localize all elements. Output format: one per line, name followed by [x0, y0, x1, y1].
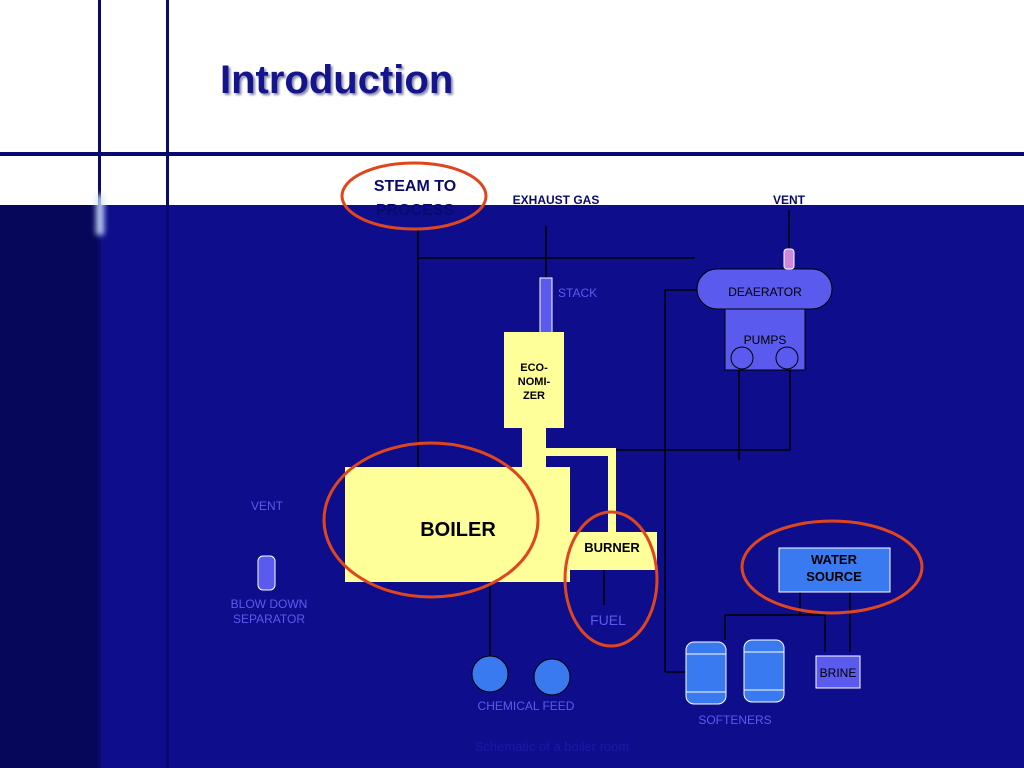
horizontal-rule — [0, 152, 1024, 156]
piping — [417, 210, 851, 673]
slide-title: Introduction — [220, 58, 454, 102]
vertical-rule-2 — [166, 0, 169, 768]
steam-label-2: PROCESS — [376, 202, 455, 219]
vertical-rule-1 — [98, 0, 101, 768]
vent-top-label: VENT — [773, 193, 806, 207]
blow-down-label-1: BLOW DOWN — [231, 597, 308, 611]
pump-2 — [775, 346, 799, 370]
flue-duct-horizontal — [546, 448, 616, 456]
water-source — [778, 547, 891, 593]
light-flare — [96, 195, 104, 235]
flue-duct-vertical — [608, 448, 616, 534]
deaerator-label: DEAERATOR — [728, 285, 802, 299]
vent-cap — [783, 248, 795, 270]
boiler-label: BOILER — [420, 519, 496, 541]
exhaust-gas-label: EXHAUST GAS — [513, 193, 600, 207]
stack — [539, 277, 553, 334]
brine-label: BRINE — [820, 666, 857, 680]
burner — [567, 532, 657, 570]
blow-down-separator — [257, 555, 276, 591]
economizer-label-1: ECO- — [520, 362, 548, 374]
fuel-label: FUEL — [590, 612, 626, 628]
pump-1 — [730, 346, 754, 370]
chemical-tank-1 — [471, 655, 509, 693]
softener-2 — [743, 639, 785, 703]
economizer — [504, 332, 564, 428]
diagram-caption: Schematic of a boiler room — [475, 739, 630, 754]
highlight-burner — [563, 510, 659, 648]
highlight-water-source — [740, 519, 924, 615]
pumps-label: PUMPS — [744, 333, 787, 347]
stack-label: STACK — [558, 286, 597, 300]
flue-duct — [522, 428, 546, 468]
steam-label-1: STEAM TO — [374, 178, 456, 195]
highlights — [322, 161, 924, 648]
blow-down-label-2: SEPARATOR — [233, 612, 305, 626]
left-panel — [0, 205, 100, 768]
highlight-boiler — [322, 441, 540, 599]
chemical-feed-label: CHEMICAL FEED — [478, 699, 575, 713]
brine-tank — [815, 655, 861, 689]
vent-left-label: VENT — [251, 499, 284, 513]
water-source-label-2: SOURCE — [806, 569, 862, 584]
softeners-label: SOFTENERS — [698, 713, 771, 727]
softener-1 — [685, 641, 727, 705]
highlight-steam — [340, 161, 488, 231]
burner-label: BURNER — [584, 540, 640, 555]
boiler — [345, 467, 570, 582]
economizer-label-3: ZER — [523, 390, 545, 402]
chemical-tank-2 — [533, 658, 571, 696]
water-source-label-1: WATER — [811, 552, 858, 567]
economizer-label-2: NOMI- — [518, 376, 551, 388]
